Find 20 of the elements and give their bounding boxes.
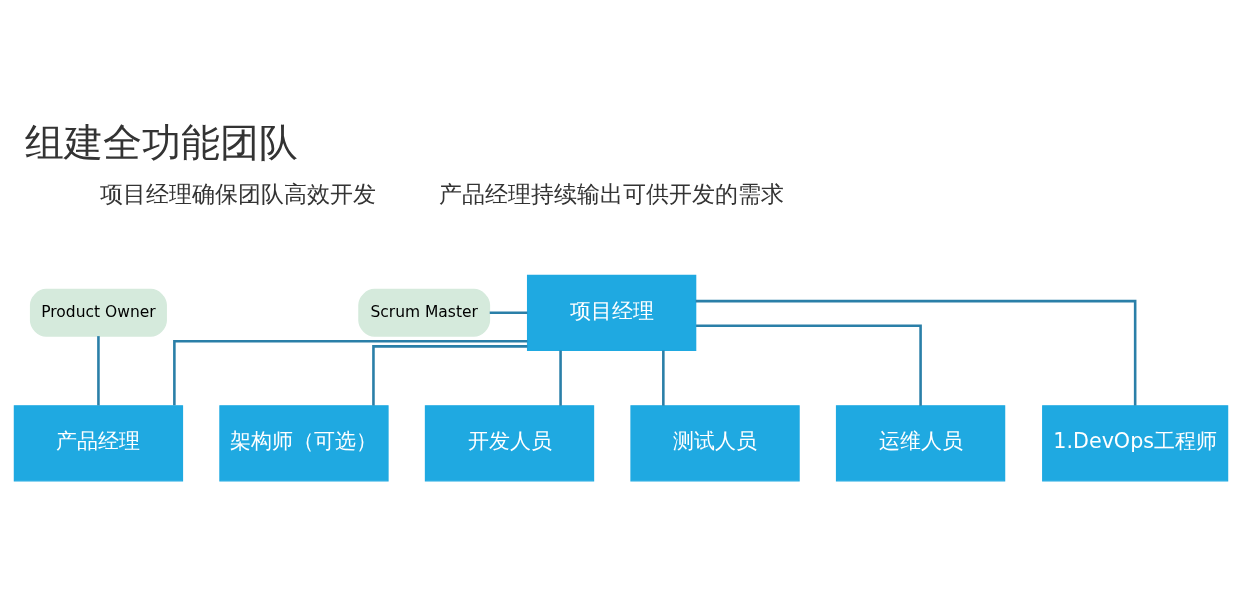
node-box: Scrum Master — [358, 288, 491, 337]
connector — [695, 299, 1137, 406]
connector — [489, 311, 528, 314]
node-box: 项目经理 — [526, 274, 697, 351]
node-box: 开发人员 — [424, 404, 595, 481]
node-box: 运维人员 — [835, 404, 1006, 481]
connector — [372, 344, 528, 406]
connector — [662, 350, 665, 406]
connector — [97, 335, 100, 405]
node-box: 测试人员 — [630, 404, 800, 481]
label: 项目经理确保团队高效开发 — [100, 179, 377, 207]
connector — [173, 339, 528, 405]
node-box: 1.DevOps工程师 — [1042, 404, 1229, 481]
diagram-title: 组建全功能团队 — [24, 119, 298, 165]
node-box: Product Owner — [29, 288, 167, 337]
label: 产品经理持续输出可供开发的需求 — [439, 179, 785, 207]
connector — [696, 323, 922, 406]
node-box: 架构师（可选） — [219, 404, 389, 481]
connector — [559, 350, 562, 406]
node-box: 产品经理 — [13, 404, 184, 481]
